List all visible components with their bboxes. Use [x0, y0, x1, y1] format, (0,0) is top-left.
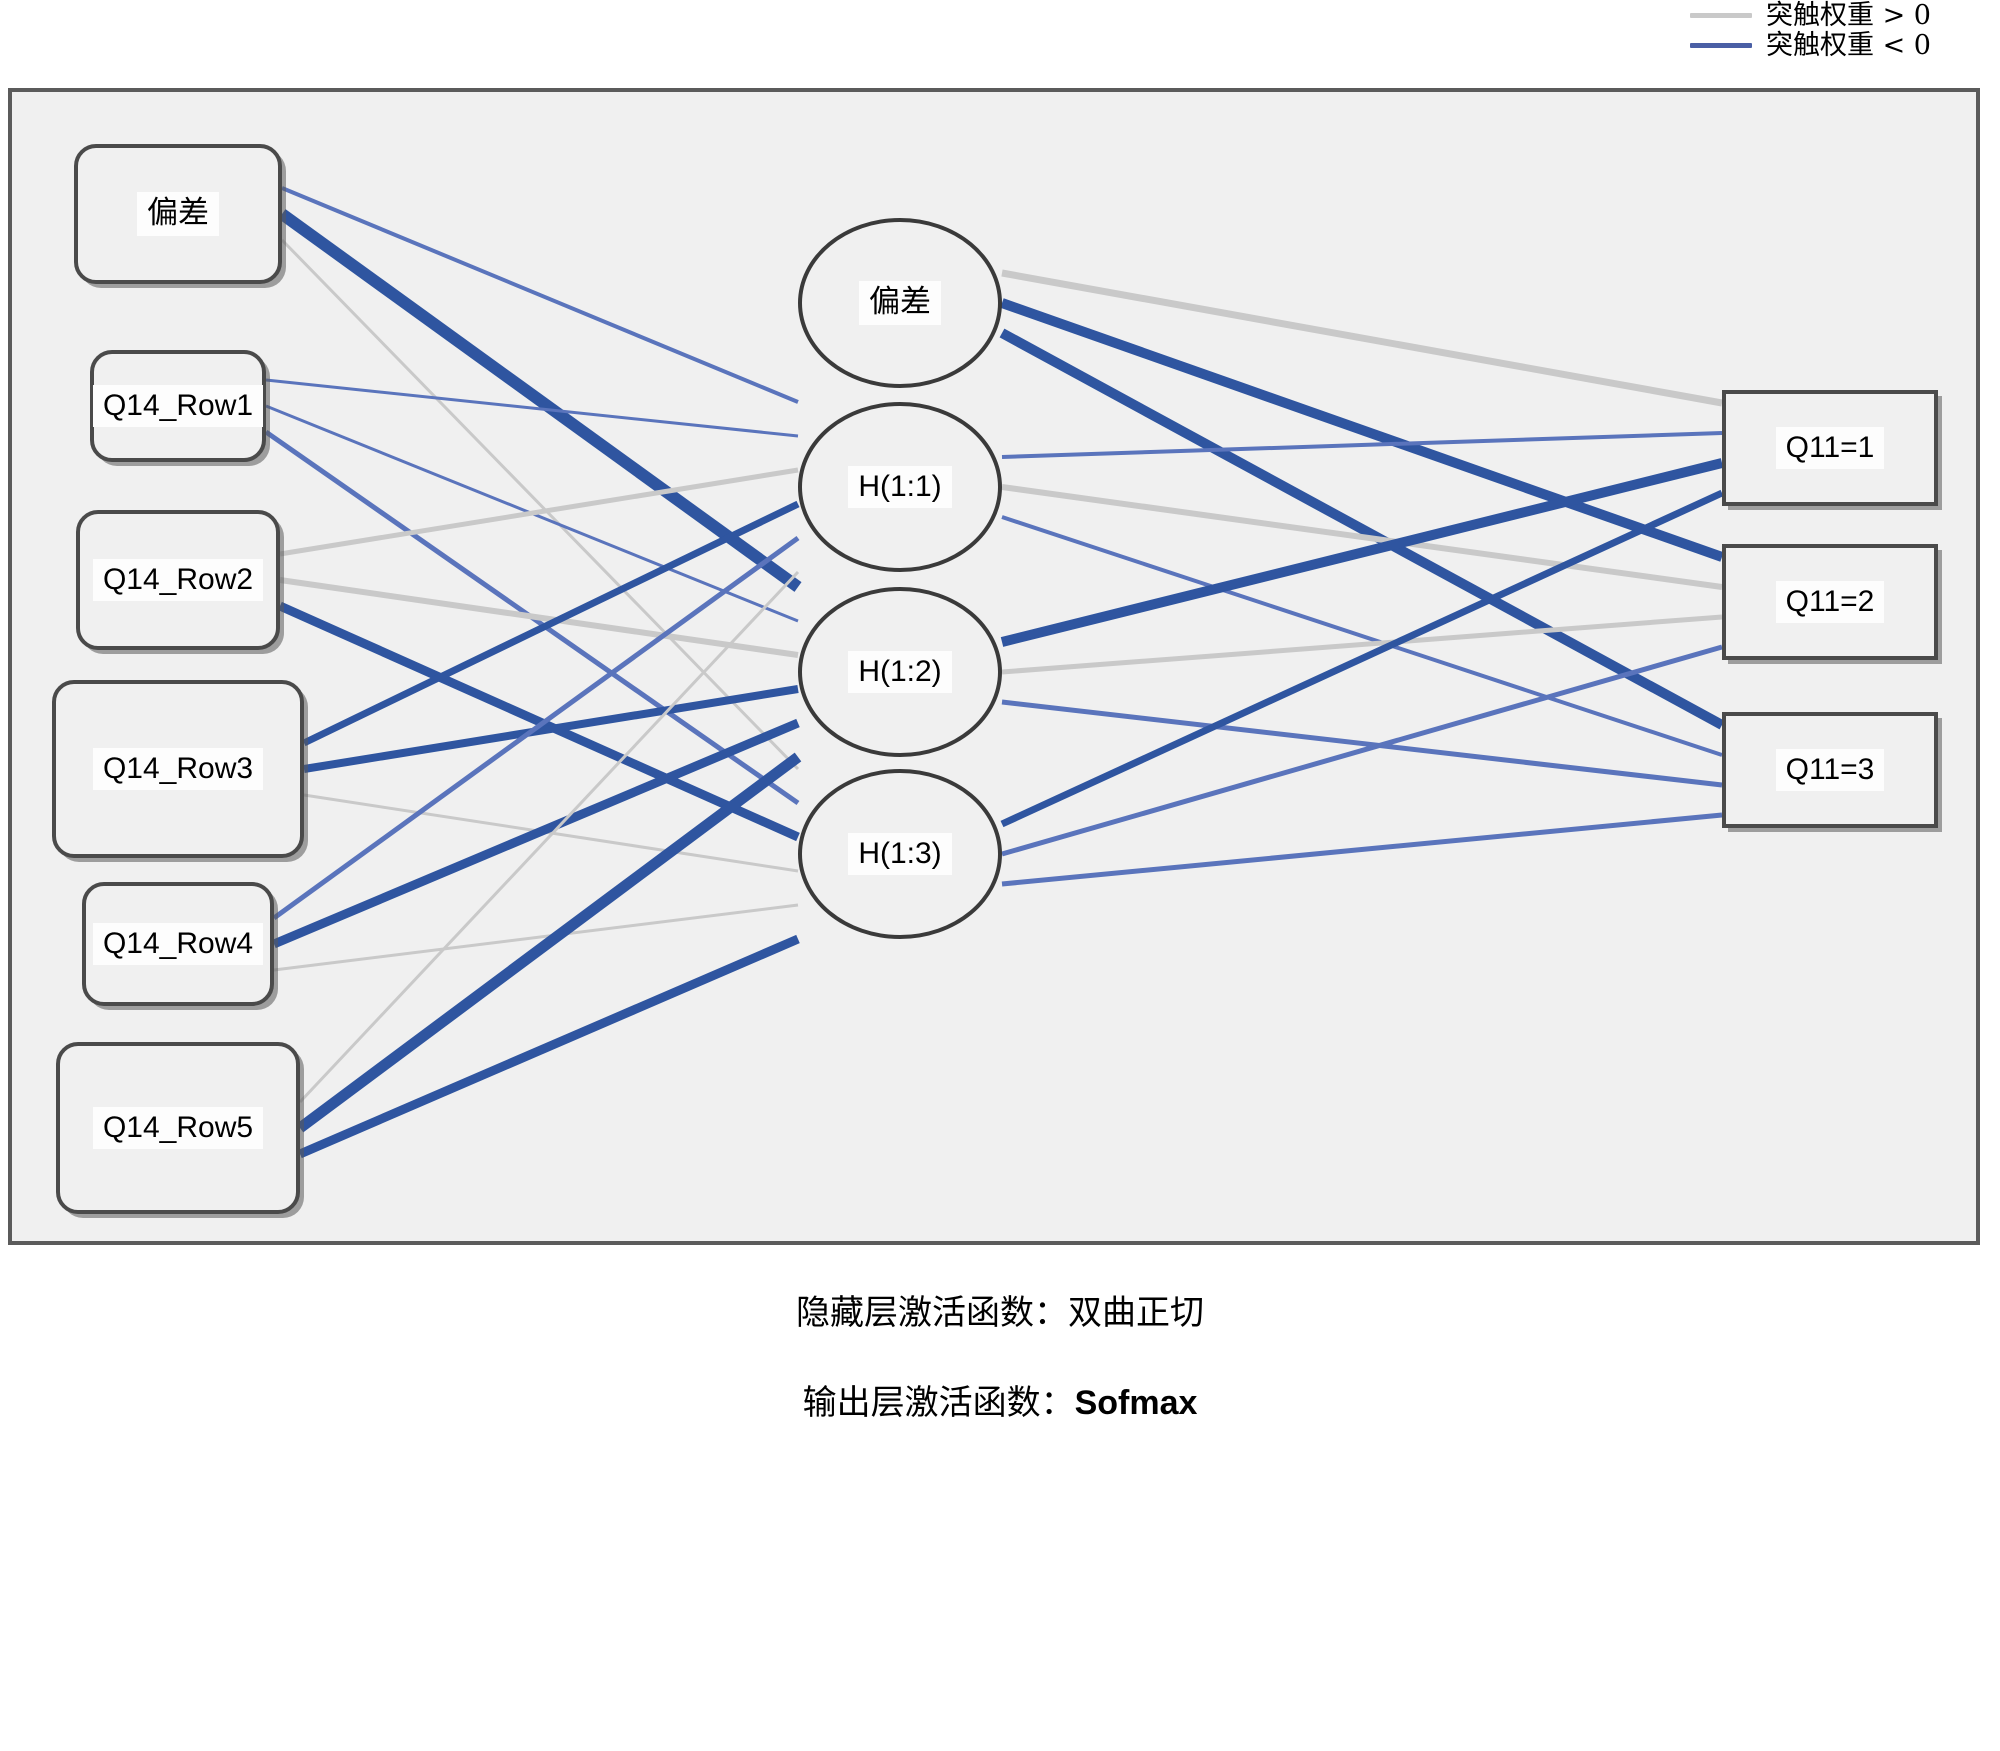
legend-label-negative: 突触权重 < 0 [1766, 29, 1931, 61]
synapse-edges-layer [264, 186, 1725, 1159]
output-node-q11-2[interactable]: Q11=2 [1722, 544, 1938, 660]
input-node-q14-row1[interactable]: Q14_Row1 [90, 350, 266, 462]
synapse-edge-h-1-3-to-q11-3 [1001, 812, 1723, 887]
node-label: H(1:2) [848, 650, 952, 694]
synapse-edge-q14-row5-to-h-1-1 [298, 570, 800, 1104]
synapse-edge-h-1-3-to-q11-1 [1000, 489, 1724, 828]
output-activation-value: Sofmax [1074, 1384, 1198, 1422]
output-node-q11-3[interactable]: Q11=3 [1722, 712, 1938, 828]
legend-label-positive: 突触权重 > 0 [1766, 0, 1931, 31]
input-node-q14-row3[interactable]: Q14_Row3 [52, 680, 304, 858]
synapse-edge-bias-input-to-h-1-3 [280, 238, 800, 771]
output-activation-prefix: 输出层激活函数： [802, 1383, 1075, 1423]
synapse-edge-bias-input-to-h-1-1 [281, 186, 799, 404]
node-label: Q14_Row5 [92, 1106, 264, 1150]
output-activation-caption: 输出层激活函数：Sofmax [0, 1375, 2000, 1424]
synapse-edge-q14-row3-to-h-1-1 [302, 500, 800, 747]
node-label: H(1:3) [848, 832, 952, 876]
synapse-edge-bias-hidden-to-q11-3 [999, 328, 1725, 730]
synapse-edge-q14-row2-to-h-1-1 [279, 467, 799, 557]
synapse-edge-q14-row2-to-h-1-3 [278, 601, 800, 842]
synapse-edge-bias-hidden-to-q11-1 [1001, 269, 1723, 407]
synapse-edge-h-1-1-to-q11-1 [1001, 431, 1723, 459]
synapse-edge-q14-row3-to-h-1-2 [303, 685, 799, 773]
input-node-q14-row2[interactable]: Q14_Row2 [76, 510, 280, 650]
legend-line-swatch-positive [1690, 12, 1752, 18]
input-node-q14-row4[interactable]: Q14_Row4 [82, 882, 274, 1006]
node-label: Q14_Row2 [92, 558, 264, 602]
output-node-q11-1[interactable]: Q11=1 [1722, 390, 1938, 506]
synapse-edge-h-1-1-to-q11-2 [1001, 484, 1723, 590]
node-label: Q14_Row4 [92, 922, 264, 966]
input-node-q14-row5[interactable]: Q14_Row5 [56, 1042, 300, 1214]
hidden-node-h-1-1[interactable]: H(1:1) [798, 402, 1002, 572]
node-label: Q11=3 [1775, 748, 1885, 792]
synapse-edge-h-1-2-to-q11-3 [1001, 699, 1723, 788]
synapse-edge-bias-hidden-to-q11-2 [1000, 298, 1724, 562]
synapse-edge-bias-input-to-h-1-2 [278, 209, 802, 592]
node-label: Q11=2 [1775, 580, 1885, 624]
node-label: H(1:1) [848, 465, 952, 509]
synapse-edge-q14-row2-to-h-1-2 [279, 577, 799, 658]
synapse-edge-q14-row5-to-h-1-3 [298, 934, 800, 1159]
synapse-edge-h-1-1-to-q11-3 [1001, 515, 1723, 757]
synapse-edge-h-1-3-to-q11-2 [1001, 644, 1723, 857]
legend-line-swatch-negative [1690, 42, 1752, 48]
synapse-edge-q14-row5-to-h-1-2 [296, 752, 802, 1133]
hidden-activation-caption: 隐藏层激活函数：双曲正切 [796, 1293, 1204, 1333]
input-node-bias-input[interactable]: 偏差 [74, 144, 282, 284]
legend-item-negative: 突触权重 < 0 [1690, 30, 1931, 60]
synapse-edge-q14-row4-to-h-1-1 [272, 535, 800, 921]
synapse-edge-q14-row4-to-h-1-2 [272, 718, 800, 949]
node-label: 偏差 [137, 192, 219, 236]
legend-item-positive: 突触权重 > 0 [1690, 0, 1931, 30]
hidden-node-h-1-2[interactable]: H(1:2) [798, 587, 1002, 757]
node-label: Q11=1 [1775, 426, 1885, 470]
legend: 突触权重 > 0 突触权重 < 0 [1690, 0, 2000, 62]
synapse-edge-h-1-2-to-q11-2 [1001, 614, 1723, 675]
synapse-edge-h-1-2-to-q11-1 [1000, 458, 1724, 647]
node-label: 偏差 [859, 281, 941, 325]
hidden-node-h-1-3[interactable]: H(1:3) [798, 769, 1002, 939]
hidden-node-bias-hidden[interactable]: 偏差 [798, 218, 1002, 388]
synapse-edge-q14-row1-to-h-1-1 [265, 378, 799, 438]
node-label: Q14_Row1 [92, 384, 264, 428]
node-label: Q14_Row3 [92, 747, 264, 791]
synapse-edge-q14-row4-to-h-1-3 [273, 903, 799, 972]
